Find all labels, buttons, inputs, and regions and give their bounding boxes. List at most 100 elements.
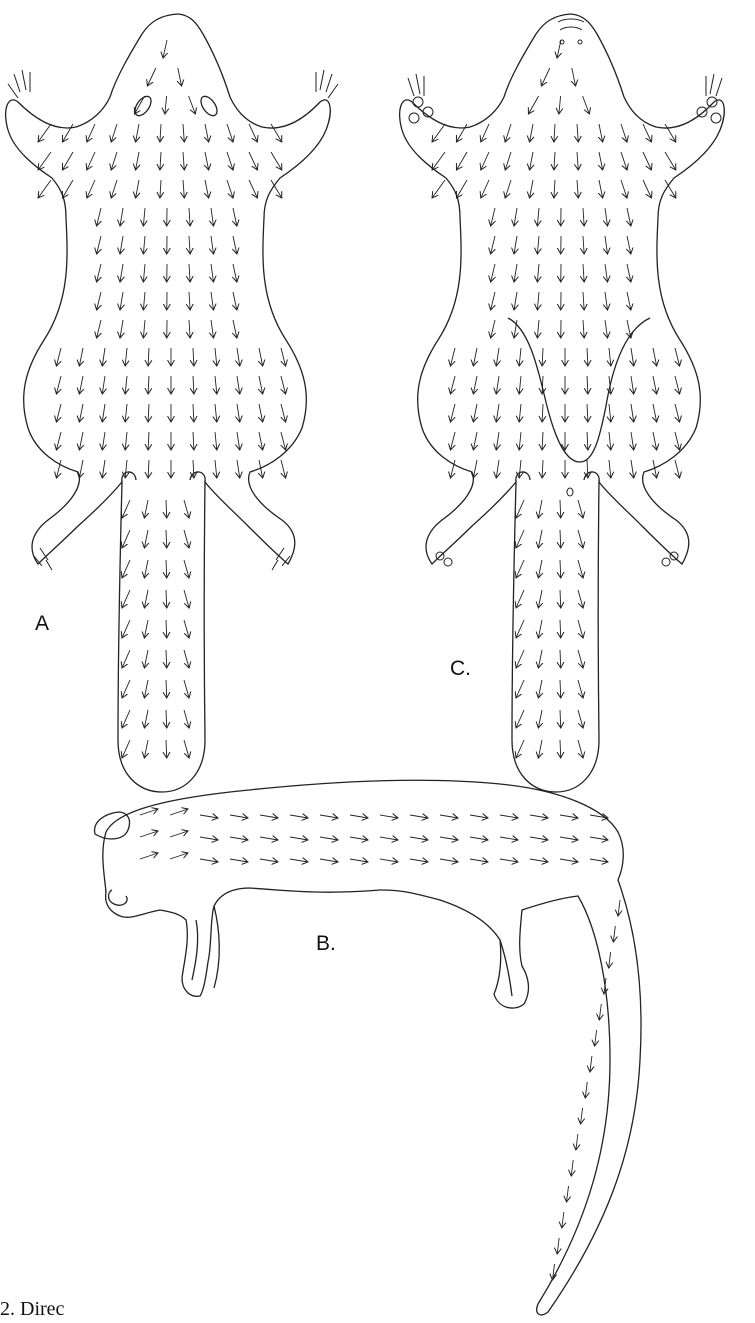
hair-direction-arrow-icon — [560, 815, 578, 818]
hair-direction-arrow-icon — [538, 650, 542, 668]
hair-direction-arrow-icon — [189, 96, 196, 114]
hair-direction-arrow-icon — [143, 236, 145, 254]
hair-direction-arrow-icon — [653, 376, 657, 394]
hair-direction-arrow-icon — [170, 809, 188, 815]
hair-direction-arrow-icon — [516, 650, 524, 668]
hair-direction-arrow-icon — [541, 68, 549, 86]
hair-direction-arrow-icon — [350, 815, 368, 818]
hair-direction-arrow-icon — [62, 152, 73, 170]
hair-direction-arrow-icon — [184, 560, 189, 578]
hair-direction-arrow-icon — [514, 236, 517, 254]
hair-direction-arrow-icon — [122, 500, 130, 518]
hair-direction-arrow-icon — [530, 152, 533, 170]
hair-direction-arrow-icon — [560, 680, 561, 698]
genital-opening-icon — [567, 488, 573, 496]
hair-direction-arrow-icon — [144, 680, 148, 698]
hair-direction-arrow-icon — [627, 320, 631, 338]
hair-direction-arrow-icon — [144, 530, 148, 548]
hair-direction-arrow-icon — [200, 815, 218, 818]
ventral-body-outline — [400, 14, 725, 792]
hair-direction-arrow-icon — [516, 710, 524, 728]
hair-direction-arrow-icon — [56, 348, 61, 366]
hair-direction-arrow-icon — [675, 348, 680, 366]
hair-direction-arrow-icon — [473, 404, 477, 422]
hair-direction-arrow-icon — [410, 837, 428, 840]
hair-direction-arrow-icon — [627, 236, 631, 254]
hair-direction-arrow-icon — [148, 376, 149, 394]
hair-direction-arrow-icon — [595, 1030, 597, 1046]
hair-direction-arrow-icon — [193, 376, 194, 394]
hair-direction-arrow-icon — [505, 124, 511, 142]
hair-direction-arrow-icon — [111, 152, 117, 170]
hair-direction-arrow-icon — [538, 620, 542, 638]
figure-caption: 2. Direc — [0, 1298, 64, 1321]
hair-direction-arrow-icon — [519, 348, 521, 366]
dorsal-tail-notch — [122, 472, 136, 482]
hair-direction-arrow-icon — [111, 124, 117, 142]
hair-direction-arrow-icon — [56, 432, 61, 450]
hair-direction-arrow-icon — [144, 650, 148, 668]
hair-direction-arrow-icon — [165, 96, 167, 114]
hair-direction-arrow-icon — [271, 152, 282, 170]
hair-direction-arrow-icon — [514, 264, 517, 282]
hair-direction-arrow-icon — [530, 859, 548, 862]
hair-direction-arrow-icon — [350, 837, 368, 840]
hair-direction-arrow-icon — [183, 180, 184, 198]
hair-direction-arrow-icon — [450, 404, 455, 422]
hair-direction-arrow-icon — [581, 1108, 583, 1124]
hair-direction-arrow-icon — [456, 124, 467, 142]
hair-direction-arrow-icon — [410, 859, 428, 862]
hair-direction-arrow-icon — [537, 320, 539, 338]
hair-direction-arrow-icon — [590, 1056, 592, 1072]
hair-direction-arrow-icon — [473, 348, 477, 366]
hair-direction-arrow-icon — [215, 460, 217, 478]
hair-direction-arrow-icon — [577, 152, 578, 170]
hair-direction-arrow-icon — [599, 124, 603, 142]
hair-direction-arrow-icon — [290, 837, 308, 840]
hair-direction-arrow-icon — [599, 152, 603, 170]
hair-direction-arrow-icon — [567, 1186, 569, 1202]
hair-direction-arrow-icon — [560, 560, 561, 578]
hair-direction-arrow-icon — [627, 208, 631, 226]
hair-direction-arrow-icon — [290, 859, 308, 862]
hair-direction-arrow-icon — [166, 710, 167, 728]
hair-direction-arrow-icon — [519, 432, 521, 450]
hair-direction-arrow-icon — [577, 124, 578, 142]
hair-direction-arrow-icon — [160, 180, 161, 198]
hair-direction-arrow-icon — [554, 180, 555, 198]
hair-direction-arrow-icon — [590, 859, 608, 862]
hair-direction-arrow-icon — [557, 40, 561, 58]
hair-direction-arrow-icon — [237, 460, 240, 478]
hair-direction-arrow-icon — [496, 376, 499, 394]
hair-direction-arrow-icon — [505, 180, 511, 198]
hair-direction-arrow-icon — [578, 620, 583, 638]
hair-direction-arrow-icon — [560, 837, 578, 840]
hair-direction-arrow-icon — [653, 348, 657, 366]
hair-direction-arrow-icon — [166, 740, 167, 758]
hair-direction-arrow-icon — [211, 236, 214, 254]
hair-direction-arrow-icon — [125, 348, 127, 366]
hair-direction-arrow-icon — [102, 376, 105, 394]
hair-direction-arrow-icon — [125, 432, 127, 450]
hair-direction-arrow-icon — [562, 1212, 564, 1228]
hair-direction-arrow-icon — [653, 432, 657, 450]
hair-direction-arrow-icon — [621, 124, 627, 142]
panel-label-c: C. — [450, 657, 471, 681]
hair-direction-arrow-icon — [675, 376, 680, 394]
hair-direction-arrow-icon — [519, 460, 521, 478]
hair-direction-arrow-icon — [120, 236, 123, 254]
hair-direction-arrow-icon — [281, 460, 286, 478]
hair-direction-arrow-icon — [496, 432, 499, 450]
panel-label-b: B. — [316, 932, 336, 956]
hair-direction-arrow-icon — [627, 292, 631, 310]
hair-direction-arrow-icon — [609, 460, 611, 478]
ventral-tail-notch — [516, 472, 599, 482]
chest-tract-boundary — [508, 318, 650, 462]
hair-direction-arrow-icon — [184, 530, 189, 548]
hair-direction-arrow-icon — [320, 815, 338, 818]
hair-direction-arrow-icon — [233, 320, 237, 338]
ventral-view-panel — [400, 14, 725, 792]
hair-direction-arrow-icon — [230, 815, 248, 818]
hair-direction-arrow-icon — [500, 815, 518, 818]
hair-direction-arrow-icon — [227, 152, 233, 170]
